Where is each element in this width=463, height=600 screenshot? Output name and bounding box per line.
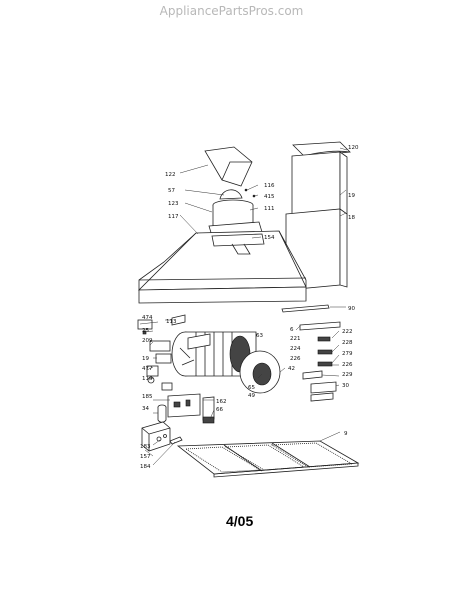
part-label: 154 (264, 235, 275, 241)
part-label: 19 (348, 193, 355, 199)
part-label: 18 (348, 215, 355, 221)
part-label: 185 (142, 394, 153, 400)
part-label: 122 (165, 172, 176, 178)
damper-flap (204, 146, 253, 187)
part-label: 226 (342, 362, 353, 368)
part-label: 157 (140, 454, 151, 460)
part-label: 209 (142, 338, 153, 344)
part-label: 279 (342, 351, 353, 357)
support-rail (281, 304, 330, 313)
part-label: 42 (288, 366, 295, 372)
junction-box (141, 421, 171, 452)
part-label: 415 (264, 194, 275, 200)
part-label: 114 (142, 376, 153, 382)
small-cylinder (169, 436, 183, 445)
hood-canopy (138, 230, 307, 304)
part-label: 57 (168, 188, 175, 194)
part-label: 19 (142, 356, 149, 362)
blower-assembly (171, 331, 281, 394)
part-label: 116 (264, 183, 275, 189)
part-label: 90 (348, 306, 355, 312)
page-number: 4/05 (226, 513, 254, 529)
leader-lines (139, 147, 348, 466)
part-label: 111 (264, 206, 275, 212)
part-label: 229 (342, 372, 353, 378)
part-label: 30 (342, 383, 349, 389)
part-label: 65 (248, 385, 255, 391)
control-box (167, 393, 215, 424)
part-label: 66 (216, 407, 223, 413)
right-small-parts (299, 321, 341, 402)
part-label: 162 (216, 399, 227, 405)
part-label: 9 (344, 431, 348, 437)
part-label: 123 (168, 201, 179, 207)
part-label: 25 (142, 328, 149, 334)
part-label: 184 (140, 464, 151, 470)
dome-part (219, 189, 243, 200)
part-label: 49 (248, 393, 255, 399)
lower-chimney-cover (285, 208, 348, 291)
part-label: 113 (166, 319, 177, 325)
part-label: 34 (142, 406, 149, 412)
part-label: 221 (290, 336, 301, 342)
part-label: 6 (290, 327, 294, 333)
part-label: 63 (256, 333, 263, 339)
part-label: 226 (290, 356, 301, 362)
part-label: 477 (142, 366, 153, 372)
watermark-text: AppliancePartsPros.com (159, 4, 304, 18)
part-label: 222 (342, 329, 353, 335)
part-label: 474 (142, 315, 153, 321)
part-label: 228 (342, 340, 353, 346)
part-label: 183 (140, 444, 151, 450)
part-label: 117 (168, 214, 179, 220)
part-label: 224 (290, 346, 301, 352)
grease-filters (176, 440, 360, 478)
part-label: 120 (348, 145, 359, 151)
left-small-parts (137, 314, 186, 391)
